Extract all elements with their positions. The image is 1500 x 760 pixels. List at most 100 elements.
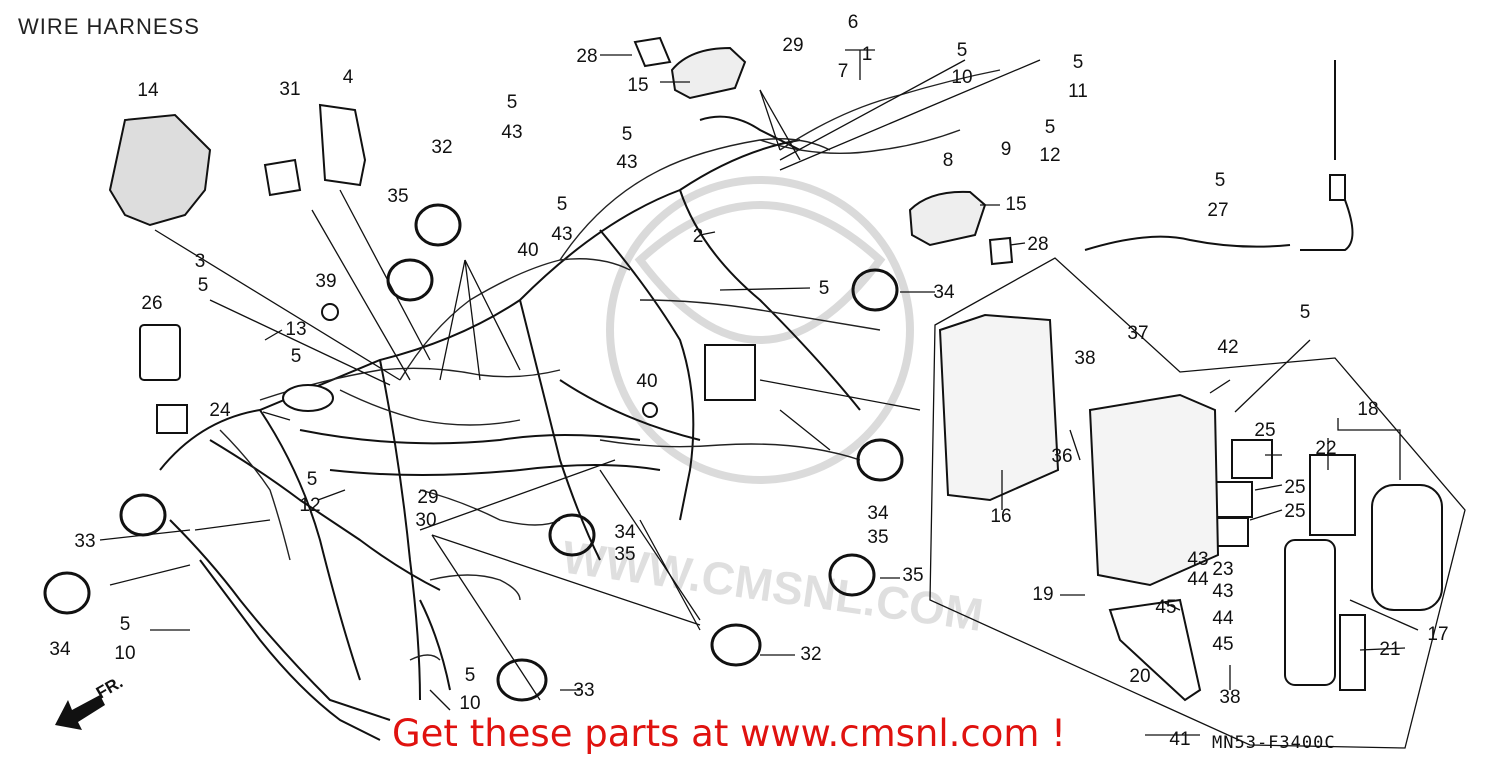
part-label-36: 36 [1051, 446, 1072, 467]
part-label-33: 33 [573, 680, 594, 701]
part-label-24: 24 [209, 400, 231, 421]
part-label-44: 44 [1212, 608, 1234, 629]
part-label-37: 37 [1127, 323, 1148, 344]
part-label-5: 5 [1073, 52, 1084, 73]
part-22-pad [1309, 454, 1356, 536]
part-label-18: 18 [1357, 399, 1378, 420]
part-label-32: 32 [800, 644, 821, 665]
part-18-box [1371, 484, 1443, 611]
part-relay-center [704, 344, 756, 401]
diagram-code: MN53-F3400C [1212, 733, 1336, 753]
components [108, 36, 1443, 702]
frame-outline [159, 115, 861, 741]
part-label-16: 16 [990, 506, 1011, 527]
part-label-4: 4 [343, 67, 354, 88]
part-14-cover [108, 113, 212, 227]
part-label-5: 5 [622, 124, 633, 145]
antenna [1300, 60, 1354, 251]
part-21-pad [1339, 614, 1366, 691]
part-label-5: 5 [307, 469, 318, 490]
part-label-22: 22 [1315, 438, 1336, 459]
part-15-box-right [908, 190, 987, 247]
part-label-29: 29 [417, 487, 438, 508]
part-label-5: 5 [1300, 302, 1311, 323]
part-31-clip [263, 158, 302, 197]
part-label-32: 32 [431, 137, 452, 158]
part-label-26: 26 [141, 293, 162, 314]
part-label-35: 35 [387, 186, 408, 207]
part-label-43: 43 [1212, 581, 1233, 602]
part-label-5: 5 [819, 278, 830, 299]
promo-link-text[interactable]: Get these parts at www.cmsnl.com ! [392, 712, 1067, 755]
diagram-title: WIRE HARNESS [18, 14, 200, 39]
part-label-39: 39 [315, 271, 336, 292]
part-label-38: 38 [1074, 348, 1095, 369]
part-label-27: 27 [1207, 200, 1228, 221]
part-25-relay-a [1231, 439, 1273, 479]
exploded-outline [929, 257, 1466, 749]
part-label-41: 41 [1169, 729, 1190, 750]
part-label-5: 5 [291, 346, 302, 367]
part-label-15: 15 [1005, 194, 1026, 215]
part-label-3: 3 [195, 251, 206, 272]
part-28-clip-right [988, 236, 1014, 266]
part-label-10: 10 [951, 67, 972, 88]
part-label-34: 34 [49, 639, 71, 660]
part-label-43: 43 [501, 122, 522, 143]
part-label-35: 35 [902, 565, 923, 586]
part-label-10: 10 [114, 643, 135, 664]
part-label-35: 35 [614, 544, 635, 565]
part-label-38: 38 [1219, 687, 1240, 708]
part-4-bracket [318, 103, 367, 187]
part-label-34: 34 [933, 282, 955, 303]
part-label-5: 5 [557, 194, 568, 215]
part-oval-connector [282, 384, 334, 412]
leader-lines [99, 49, 1419, 736]
part-label-5: 5 [1045, 117, 1056, 138]
part-label-15: 15 [627, 75, 648, 96]
part-label-43: 43 [1187, 549, 1208, 570]
part-label-8: 8 [943, 150, 954, 171]
part-label-34: 34 [867, 503, 889, 524]
part-label-25: 25 [1284, 477, 1305, 498]
part-label-43: 43 [551, 224, 572, 245]
part-label-5: 5 [1215, 170, 1226, 191]
part-20-bracket [1108, 598, 1202, 702]
part-26-relay [139, 324, 181, 381]
part-label-5: 5 [465, 665, 476, 686]
part-label-5: 5 [507, 92, 518, 113]
part-label-31: 31 [279, 79, 300, 100]
part-27-cable [1084, 235, 1291, 251]
part-17-cover [1284, 539, 1336, 686]
part-label-43: 43 [616, 152, 637, 173]
part-label-30: 30 [415, 510, 436, 531]
part-39-grommet [321, 303, 339, 321]
part-label-20: 20 [1129, 666, 1150, 687]
part-label-21: 21 [1379, 639, 1400, 660]
part-label-9: 9 [1001, 139, 1012, 160]
part-label-1: 1 [862, 44, 873, 65]
part-label-12: 12 [1039, 145, 1060, 166]
part-label-5: 5 [198, 275, 209, 296]
part-label-33: 33 [74, 531, 95, 552]
part-40-grommet [642, 402, 658, 418]
part-label-44: 44 [1187, 569, 1209, 590]
part-label-17: 17 [1427, 624, 1448, 645]
part-label-23: 23 [1212, 559, 1233, 580]
part-label-10: 10 [459, 693, 480, 714]
clamps [43, 203, 904, 702]
part-label-25: 25 [1254, 420, 1275, 441]
part-label-6: 6 [848, 12, 859, 33]
part-label-2: 2 [693, 226, 704, 247]
part-label-42: 42 [1217, 337, 1238, 358]
part-label-40: 40 [517, 240, 538, 261]
part-label-28: 28 [576, 46, 597, 67]
part-label-28: 28 [1027, 234, 1048, 255]
part-label-14: 14 [137, 80, 159, 101]
part-label-5: 5 [120, 614, 131, 635]
part-label-29: 29 [782, 35, 803, 56]
part-label-45: 45 [1212, 634, 1233, 655]
part-24-connector [156, 404, 188, 434]
